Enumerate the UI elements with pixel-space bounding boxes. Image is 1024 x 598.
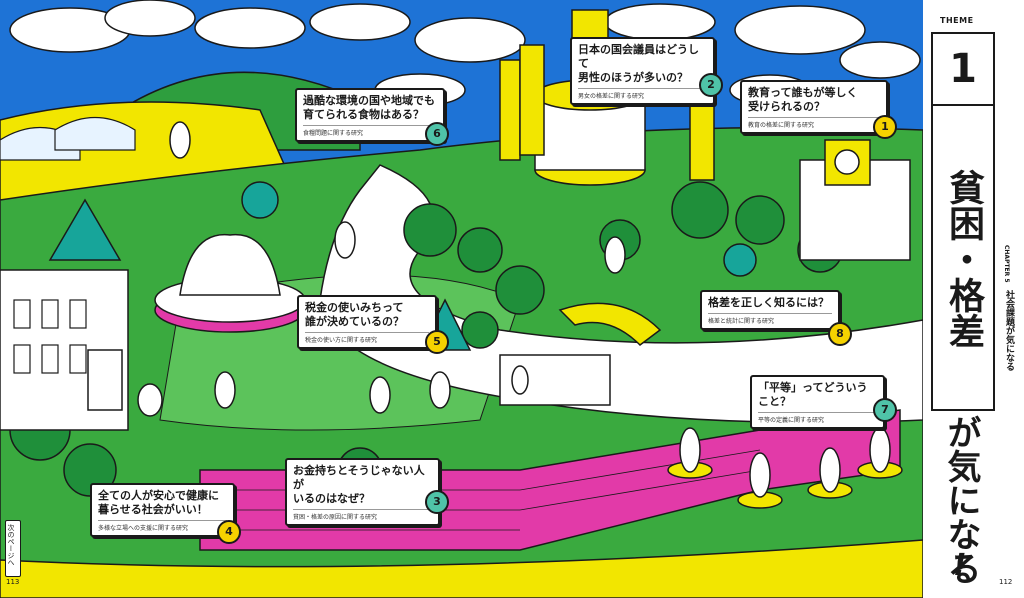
callout-number-badge: 8 [828, 322, 852, 346]
callout-topic: 教育の格差に関する研究 [748, 117, 880, 129]
theme-label: THEME [940, 16, 974, 25]
callout-1[interactable]: 教育って誰もが等しく 受けられるの？ 教育の格差に関する研究 [740, 80, 888, 134]
next-page-tab[interactable]: 次のページへ [5, 520, 21, 577]
callout-number-badge: 2 [699, 73, 723, 97]
theme-panel: THEME 1 貧困・格差 が気になる ! CHAPTER 5 社会課題が気にな… [923, 0, 1024, 598]
callout-topic: 平等の定義に関する研究 [758, 412, 877, 424]
callout-question: 「平等」ってどういうこと？ [758, 381, 868, 408]
callout-topic: 食糧問題に関する研究 [303, 125, 437, 137]
theme-title: 貧困・格差 [943, 169, 984, 349]
callout-topic: 格差と統計に関する研究 [708, 313, 832, 325]
callout-3[interactable]: お金持ちとそうじゃない人が いるのはなぜ？ 貧困・格差の原因に関する研究 [285, 458, 440, 526]
theme-number: 1 [933, 34, 993, 106]
chapter-text: 社会課題が気になる [1004, 290, 1014, 371]
callout-topic: 税金の使い方に関する研究 [305, 332, 429, 344]
callout-topic: 貧困・格差の原因に関する研究 [293, 509, 432, 521]
callout-question: 過酷な環境の国や地域でも 育てられる食物はある？ [303, 94, 435, 121]
callout-question: お金持ちとそうじゃない人が いるのはなぜ？ [293, 464, 425, 505]
callout-number-badge: 5 [425, 330, 449, 354]
callout-number-badge: 1 [873, 115, 897, 139]
callout-question: 教育って誰もが等しく 受けられるの？ [748, 86, 858, 113]
callout-question: 格差を正しく知るには？ [708, 296, 829, 309]
callout-number-badge: 4 [217, 520, 241, 544]
chapter-label: CHAPTER 5 [1003, 245, 1010, 283]
callout-question: 全ての人が安心で健康に 暮らせる社会がいい！ [98, 489, 219, 516]
next-page-label: 次のページへ [7, 524, 15, 566]
callout-question: 日本の国会議員はどうして 男性のほうが多いの？ [578, 43, 699, 84]
callout-7[interactable]: 「平等」ってどういうこと？ 平等の定義に関する研究 [750, 375, 885, 429]
page-number-left: 113 [6, 578, 20, 586]
callout-5[interactable]: 税金の使いみちって 誰が決めているの？ 税金の使い方に関する研究 [297, 295, 437, 349]
callout-topic: 多様な立場への支援に関する研究 [98, 520, 227, 532]
callout-6[interactable]: 過酷な環境の国や地域でも 育てられる食物はある？ 食糧問題に関する研究 [295, 88, 445, 142]
theme-exclaim: ! [953, 548, 967, 583]
callout-number-badge: 6 [425, 122, 449, 146]
callout-number-badge: 7 [873, 398, 897, 422]
page-number-right: 112 [999, 578, 1013, 586]
theme-subtitle: が気になる [941, 415, 981, 585]
callout-2[interactable]: 日本の国会議員はどうして 男性のほうが多いの？ 男女の格差に関する研究 [570, 37, 715, 105]
callout-4[interactable]: 全ての人が安心で健康に 暮らせる社会がいい！ 多様な立場への支援に関する研究 [90, 483, 235, 537]
callout-topic: 男女の格差に関する研究 [578, 88, 707, 100]
callout-question: 税金の使いみちって 誰が決めているの？ [305, 301, 404, 328]
theme-box: 1 貧困・格差 [931, 32, 995, 411]
callout-8[interactable]: 格差を正しく知るには？ 格差と統計に関する研究 [700, 290, 840, 330]
callout-number-badge: 3 [425, 490, 449, 514]
